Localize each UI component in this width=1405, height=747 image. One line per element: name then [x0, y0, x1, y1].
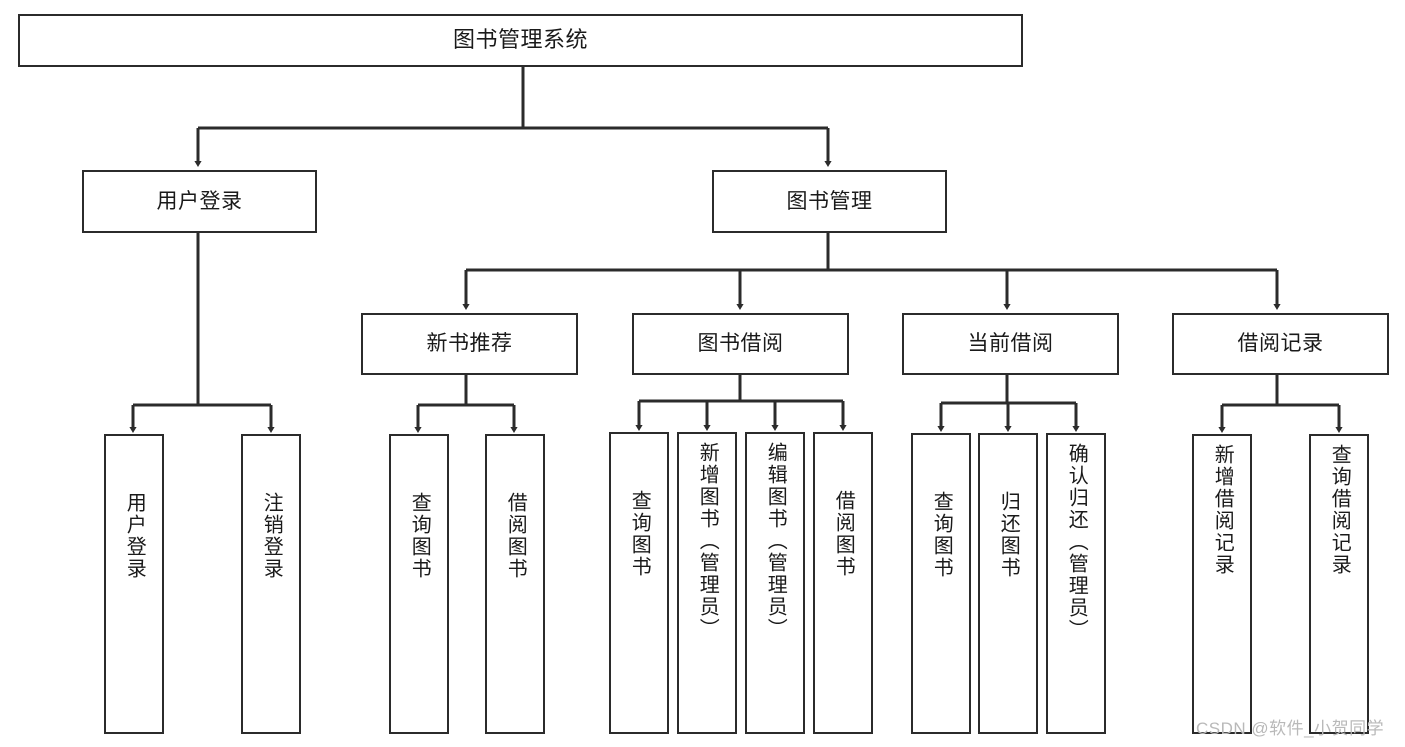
node-new-book-recommend[interactable]: 新书推荐: [361, 313, 578, 375]
node-leaf-borrow-book-borrow[interactable]: 借阅图书: [813, 432, 873, 734]
node-label: 查询图书: [408, 492, 431, 580]
node-leaf-add-borrow-record[interactable]: 新增借阅记录: [1192, 434, 1252, 734]
node-label: 新书推荐: [426, 332, 513, 356]
node-leaf-query-book-recommend[interactable]: 查询图书: [389, 434, 449, 734]
node-leaf-borrow-book-recommend[interactable]: 借阅图书: [485, 434, 545, 734]
node-label: 查询借阅记录: [1328, 444, 1351, 576]
node-leaf-return-book[interactable]: 归还图书: [978, 433, 1038, 734]
node-label: 查询图书: [628, 490, 651, 578]
node-label: 用户登录: [123, 492, 146, 580]
node-book-management-system[interactable]: 图书管理系统: [18, 14, 1023, 67]
node-label: 确认归还（管理员）: [1065, 443, 1088, 641]
node-label: 归还图书: [997, 491, 1020, 579]
node-leaf-add-book[interactable]: 新增图书（管理员）: [677, 432, 737, 734]
node-label: 借阅记录: [1237, 332, 1324, 356]
node-label: 注销登录: [260, 492, 283, 580]
node-label: 图书管理: [786, 189, 873, 213]
node-label: 编辑图书（管理员）: [764, 442, 787, 640]
node-current-borrow[interactable]: 当前借阅: [902, 313, 1119, 375]
node-book-borrow[interactable]: 图书借阅: [632, 313, 849, 375]
node-label: 新增借阅记录: [1211, 444, 1234, 576]
node-leaf-user-login[interactable]: 用户登录: [104, 434, 164, 734]
node-leaf-logout-login[interactable]: 注销登录: [241, 434, 301, 734]
node-borrow-record[interactable]: 借阅记录: [1172, 313, 1389, 375]
node-leaf-confirm-return[interactable]: 确认归还（管理员）: [1046, 433, 1106, 734]
watermark-text: CSDN @软件_小贺同学: [1196, 719, 1385, 738]
node-label: 查询图书: [930, 491, 953, 579]
node-label: 借阅图书: [504, 492, 527, 580]
node-leaf-query-borrow-record[interactable]: 查询借阅记录: [1309, 434, 1369, 734]
node-label: 图书借阅: [697, 332, 784, 356]
node-label: 新增图书（管理员）: [696, 442, 719, 640]
node-label: 借阅图书: [832, 490, 855, 578]
node-label: 当前借阅: [967, 332, 1054, 356]
node-book-manage[interactable]: 图书管理: [712, 170, 947, 233]
node-leaf-query-book-current[interactable]: 查询图书: [911, 433, 971, 734]
node-leaf-edit-book[interactable]: 编辑图书（管理员）: [745, 432, 805, 734]
node-user-login[interactable]: 用户登录: [82, 170, 317, 233]
node-label: 图书管理系统: [452, 27, 588, 53]
node-label: 用户登录: [156, 189, 243, 213]
node-leaf-query-book-borrow[interactable]: 查询图书: [609, 432, 669, 734]
